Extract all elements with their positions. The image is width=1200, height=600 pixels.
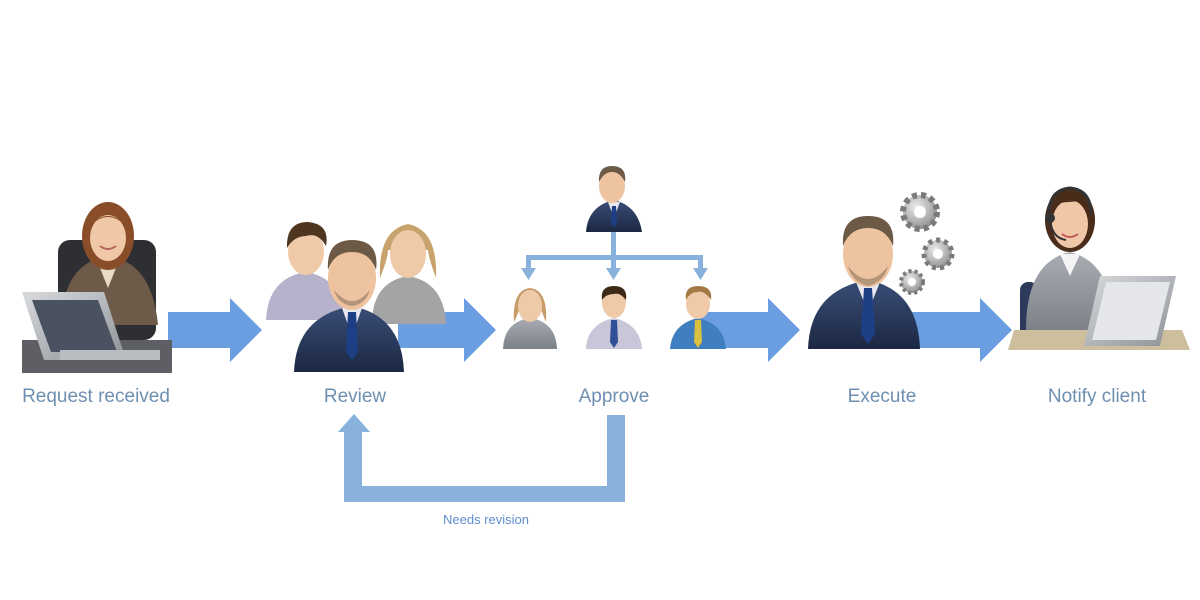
operator-with-headset-icon xyxy=(1008,186,1190,350)
person-at-laptop-icon xyxy=(22,202,172,373)
revision-loop-arrow xyxy=(338,414,625,502)
flow-arrow xyxy=(910,298,1012,362)
step-label-request-received: Request received xyxy=(22,386,170,407)
step-label-notify-client: Notify client xyxy=(1047,386,1147,407)
step-label-approve: Approve xyxy=(578,386,650,407)
gear-icon xyxy=(899,269,925,295)
gear-icon xyxy=(921,237,955,271)
revision-loop-label: Needs revision xyxy=(443,512,529,527)
flow-arrow xyxy=(168,298,262,362)
gear-icon xyxy=(900,192,940,232)
step-label-execute: Execute xyxy=(847,386,917,407)
hierarchy-connector xyxy=(521,232,708,280)
approval-hierarchy-icon xyxy=(503,166,726,349)
review-team-icon xyxy=(266,222,446,372)
step-label-review: Review xyxy=(323,386,387,407)
executive-with-gears-icon xyxy=(808,192,955,349)
